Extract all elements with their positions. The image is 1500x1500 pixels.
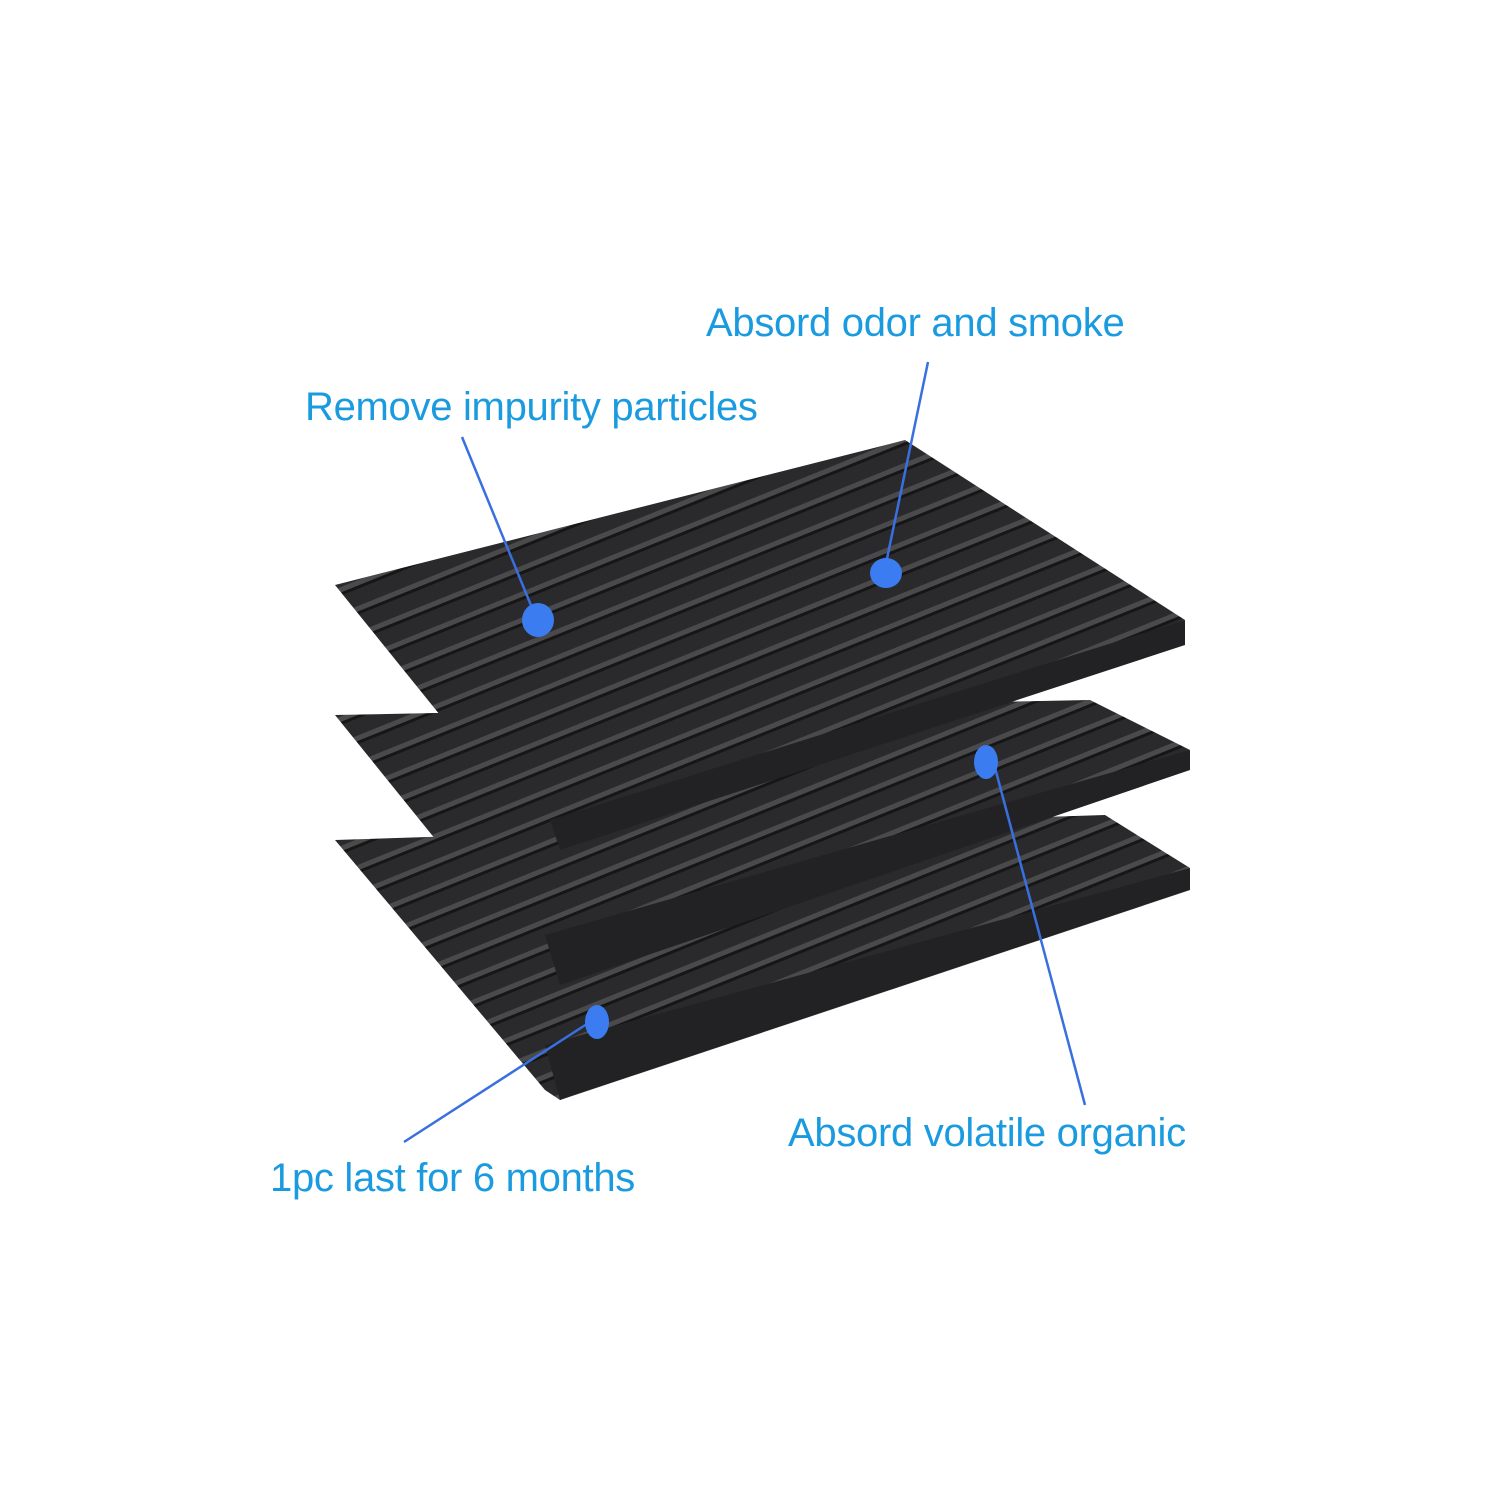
callout-absorb-voc: Absord volatile organic: [788, 1111, 1186, 1155]
callout-remove-impurity: Remove impurity particles: [305, 385, 758, 429]
dot-absorb-voc: [974, 745, 998, 779]
dot-absorb-odor: [870, 558, 902, 588]
leader-lines: [403, 361, 1087, 1144]
callout-lifespan: 1pc last for 6 months: [270, 1156, 635, 1200]
callout-dots: [522, 558, 998, 1039]
dot-lifespan: [585, 1005, 609, 1039]
filter-sheet-top: [335, 440, 1185, 850]
callout-absorb-odor: Absord odor and smoke: [706, 301, 1125, 345]
dot-remove-impurity: [522, 603, 554, 637]
